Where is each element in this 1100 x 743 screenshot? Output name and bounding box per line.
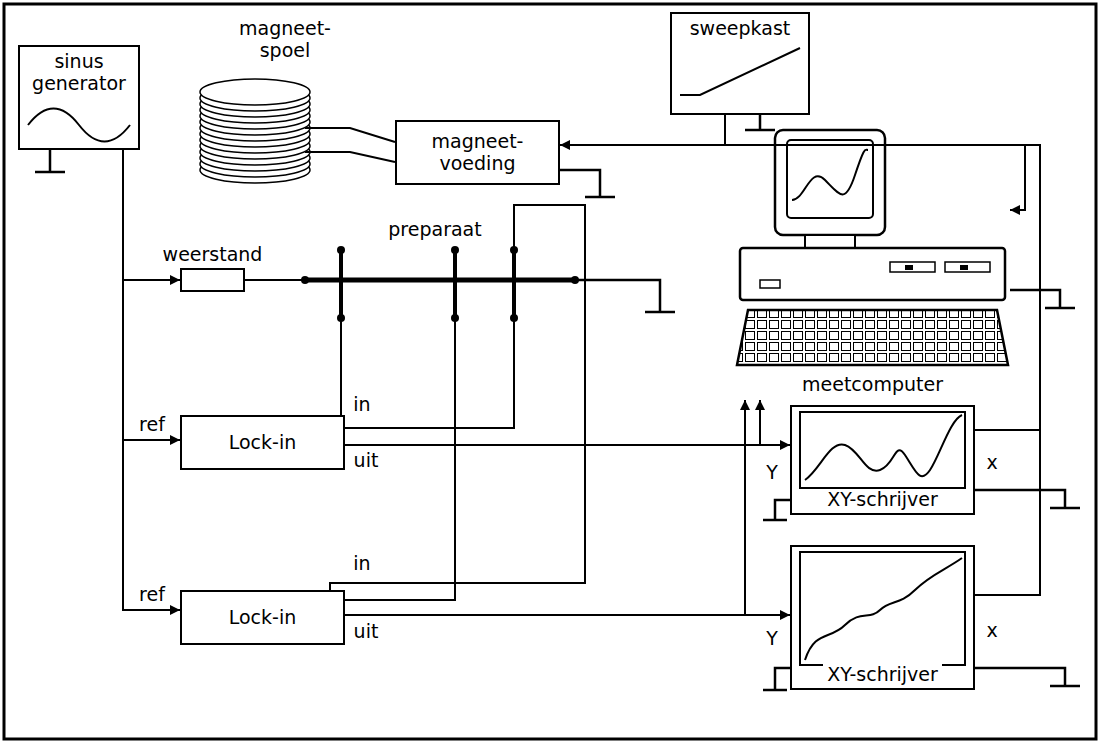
wire: [345, 318, 514, 428]
lock-in-box: Lock-in: [180, 590, 345, 645]
signal-wire: [345, 400, 760, 445]
screen: [787, 140, 873, 218]
recorded-curve: [805, 558, 962, 660]
node-text: sinus generator: [32, 51, 126, 95]
recorded-curve: [805, 415, 962, 480]
sample: [301, 246, 579, 322]
computer-drawing: [737, 130, 1008, 365]
chart-frame: [800, 412, 965, 488]
pin-name: uit: [352, 621, 381, 643]
input-name: Y: [764, 462, 780, 484]
ground-symbol: [560, 170, 615, 197]
lock-in-box: Lock-in: [180, 415, 345, 470]
ground-symbol: [575, 280, 675, 312]
resistor-symbol: weerstand: [180, 268, 245, 292]
signal-wire: [725, 115, 1040, 595]
monitor-stand: [805, 235, 855, 248]
node-text: Lock-in: [229, 432, 297, 454]
chart-frame: [800, 552, 965, 665]
input-name: Y: [764, 628, 780, 650]
keyboard: [737, 310, 1008, 365]
pin-name: ref: [137, 414, 167, 436]
pin-name: ref: [137, 584, 167, 606]
node-text: magneet- voeding: [432, 131, 524, 175]
recorder-box: XY-schrijver: [790, 405, 975, 515]
system-unit: [740, 248, 1005, 300]
node-text: sweepkast: [690, 18, 791, 40]
node-text: weerstand: [163, 244, 263, 266]
power-supply-box: magneet- voeding: [395, 120, 560, 185]
node-text: Lock-in: [229, 607, 297, 629]
wire: [330, 205, 585, 590]
input-name: x: [984, 620, 999, 642]
node-text: XY-schrijver: [823, 489, 942, 511]
sine-wave: [28, 109, 130, 142]
sample-bar: [305, 278, 575, 283]
ground-symbol: [975, 668, 1080, 686]
pin-name: uit: [352, 450, 381, 472]
recorder-box: XY-schrijver: [790, 545, 975, 690]
signal-wire: [725, 115, 1040, 430]
outer-frame: [4, 4, 1096, 739]
node-text: meetcomputer: [802, 374, 943, 396]
ground-symbol: [1010, 290, 1075, 308]
wire: [345, 318, 455, 600]
coil-winding: [200, 79, 310, 105]
signal-wire: [345, 400, 745, 615]
signal-wire: [560, 115, 725, 145]
wire: [340, 318, 342, 415]
drive-slot: [945, 262, 990, 272]
part-name: preparaat: [386, 219, 483, 241]
computer-node: meetcomputer: [735, 125, 1010, 400]
wire: [245, 279, 305, 281]
contact-dot: [451, 246, 459, 254]
signal-wire: [123, 150, 180, 440]
ramp-symbol: [680, 48, 800, 95]
node-text: XY-schrijver: [823, 664, 942, 686]
contact-dot: [337, 246, 345, 254]
pin-name: in: [351, 553, 372, 575]
drive-latch: [960, 265, 968, 270]
screen-curve: [792, 150, 868, 200]
signal-wire: [725, 115, 1025, 210]
contact-dot: [301, 276, 309, 284]
sweep-box: sweepkast: [670, 12, 810, 115]
sample-contact: [341, 250, 514, 318]
ground-symbol: [745, 115, 775, 130]
ground-symbol: [763, 500, 790, 520]
pin-name: in: [351, 394, 372, 416]
ground-symbol: [35, 150, 65, 172]
input-name: x: [984, 452, 999, 474]
magnet-coil: [200, 79, 310, 183]
generator-box: sinus generator: [18, 45, 140, 150]
power-switch: [760, 280, 780, 288]
ground-symbol: [975, 490, 1080, 508]
coil-lead: [305, 128, 395, 162]
drive-slot: [890, 262, 935, 272]
drive-latch: [905, 265, 913, 270]
part-name: magneet- spoel: [237, 18, 333, 62]
ground-symbol: [763, 668, 790, 690]
signal-wire: [123, 150, 180, 610]
